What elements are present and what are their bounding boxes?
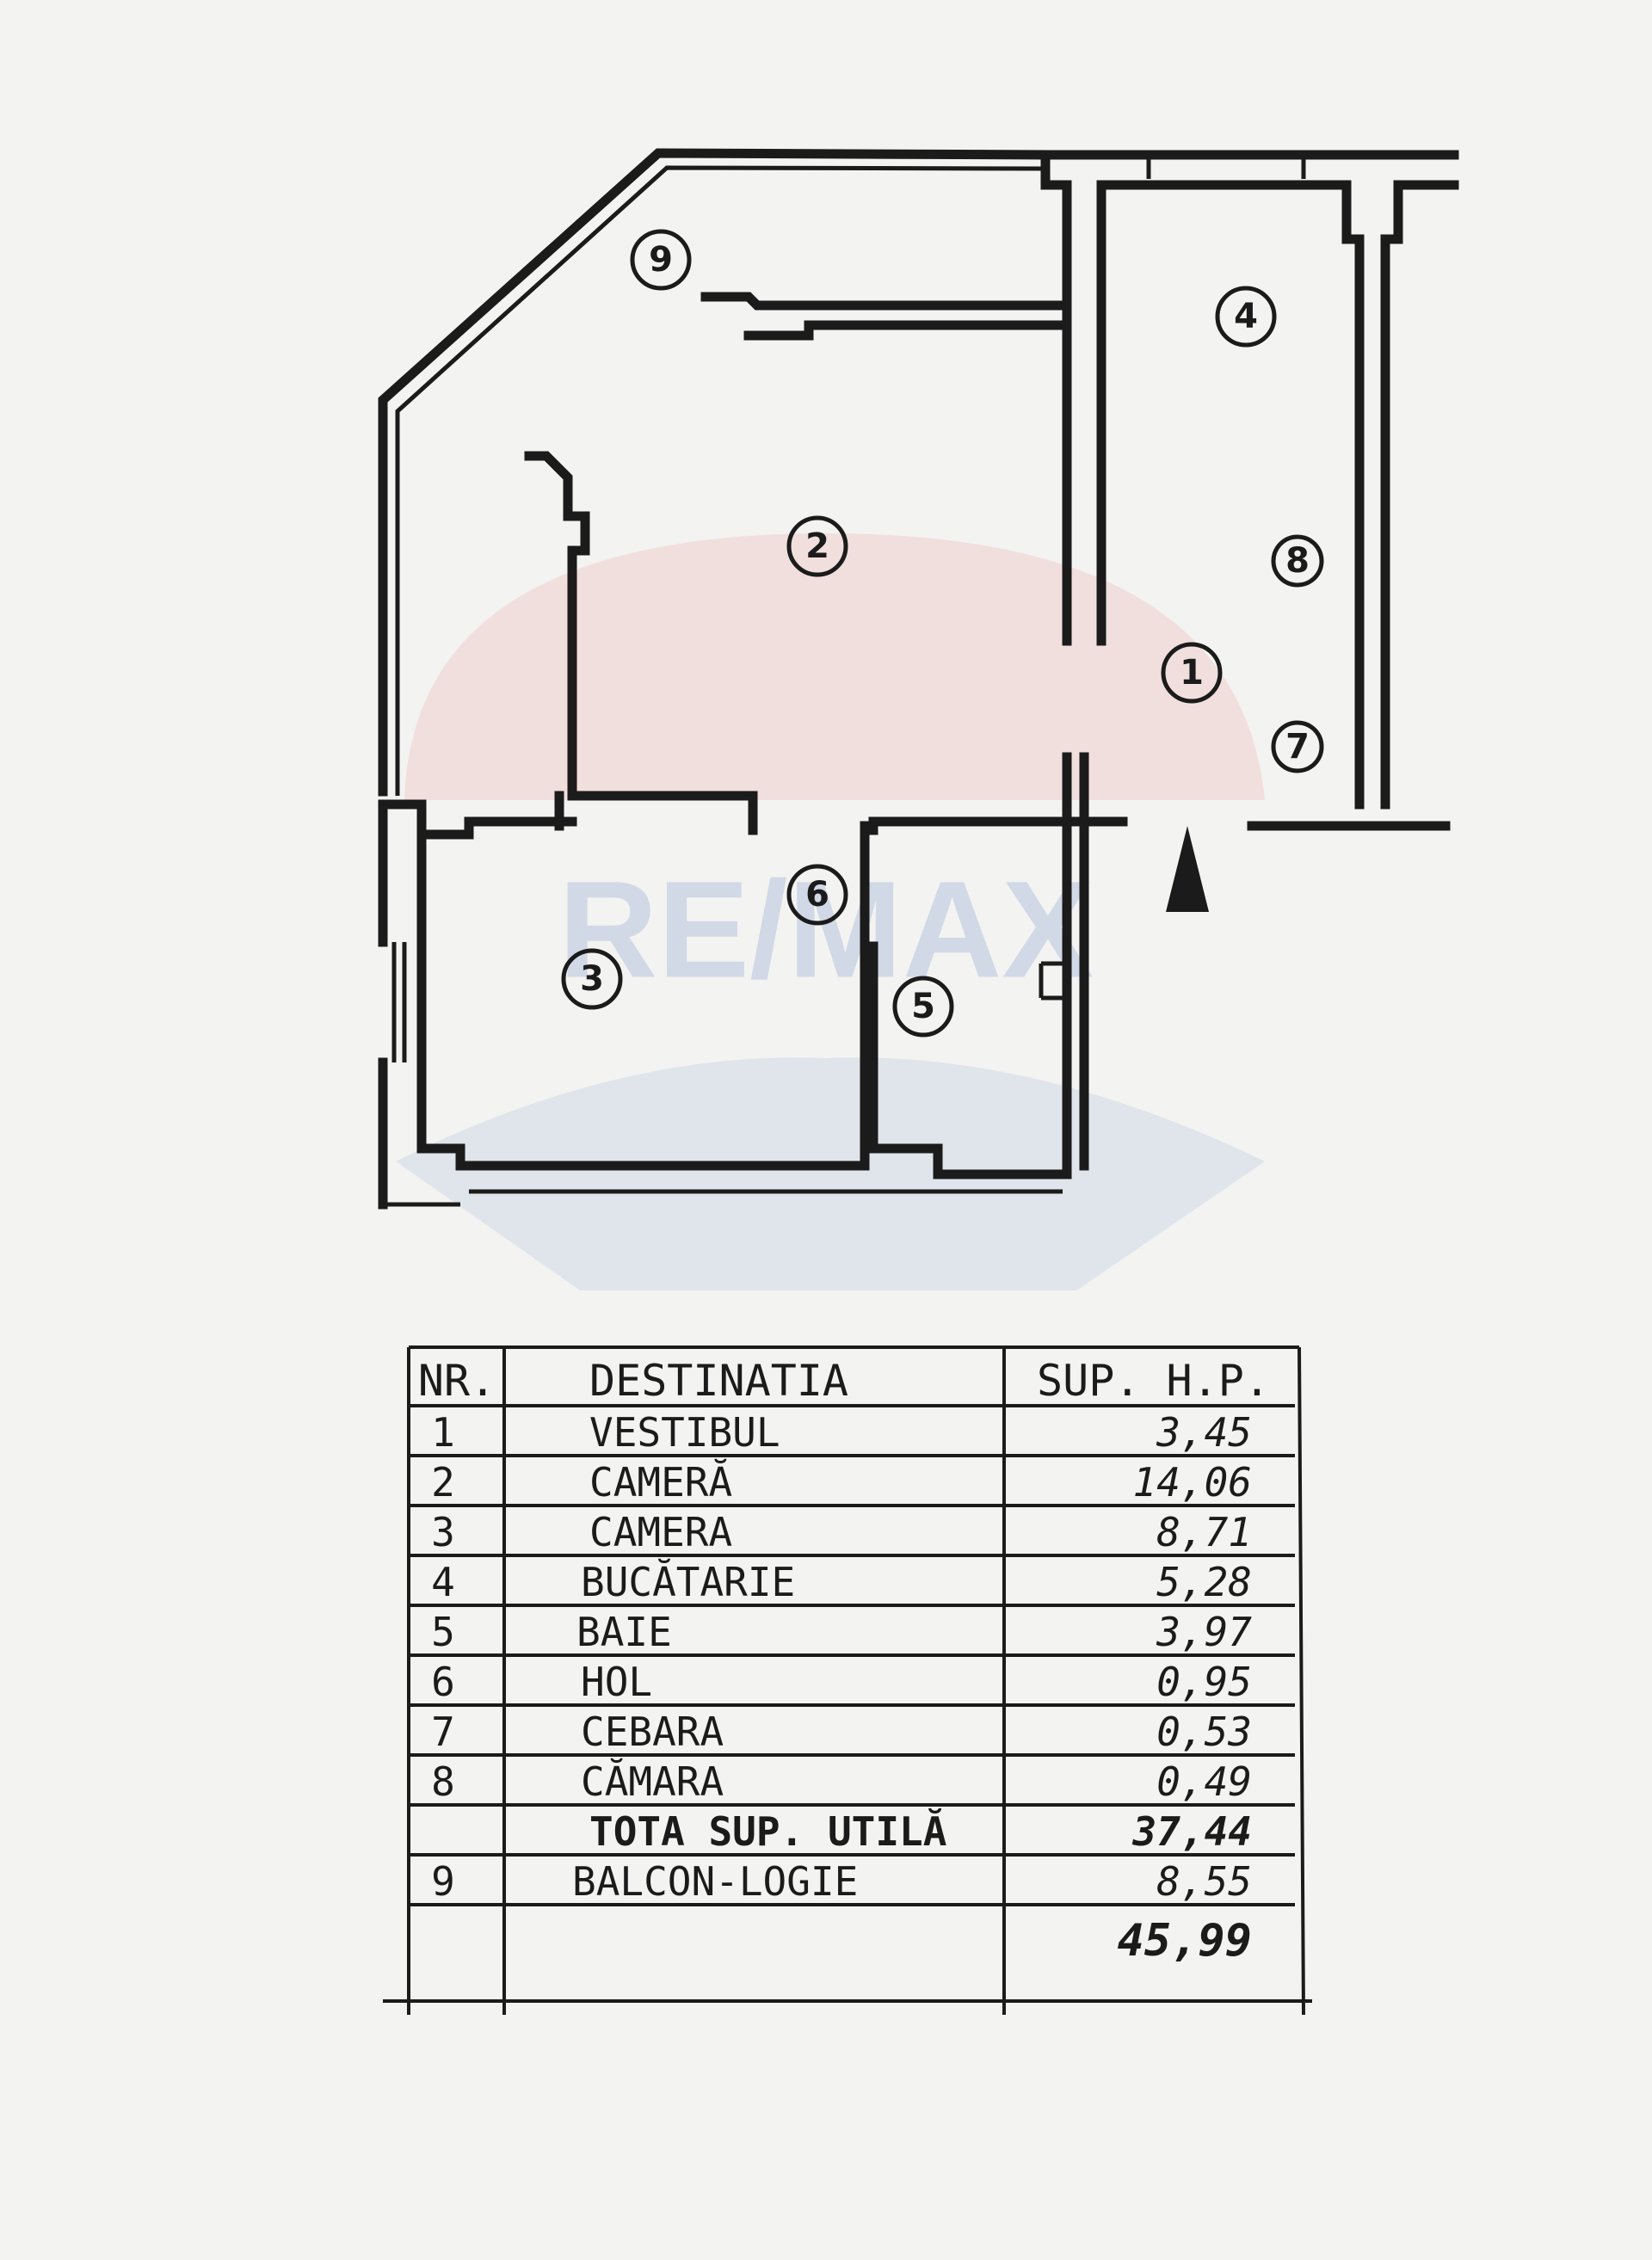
svg-text:6: 6 [805,875,829,914]
room-label-8: 8 [1271,534,1324,588]
north-arrow-icon [1166,826,1209,912]
balcony-area: 8,55 [1156,1858,1252,1905]
svg-text:4: 4 [1234,297,1258,336]
total-useful-label: TOTA SUP. UTILĂ [589,1808,947,1855]
watermark-text: RE/MAX [558,853,1094,1007]
room-label-6: 6 [786,864,848,926]
svg-text:5: 5 [911,987,935,1026]
row-1-area: 3,45 [1156,1409,1252,1456]
walls [378,148,1459,1210]
row-6-area: 0,95 [1156,1659,1252,1705]
row-7-destination: CEBARA [581,1709,724,1755]
header-destination: DESTINATIA [589,1356,849,1406]
room-label-9: 9 [630,229,692,291]
row-5-destination: BAIE [576,1609,672,1655]
svg-text:7: 7 [1285,727,1310,767]
row-5-nr: 5 [431,1609,455,1655]
row-3-destination: CAMERA [589,1509,733,1555]
row-1-destination: VESTIBUL [589,1409,780,1456]
row-2-nr: 2 [431,1459,455,1506]
row-8-nr: 8 [431,1758,455,1805]
row-2-destination: CAMERĂ [589,1459,733,1506]
svg-text:8: 8 [1285,541,1310,581]
svg-text:3: 3 [580,959,604,999]
header-area: SUP. H.P. [1037,1356,1270,1406]
row-3-nr: 3 [431,1509,455,1555]
room-label-1: 1 [1161,642,1223,704]
row-7-nr: 7 [431,1709,455,1755]
table-grid [383,1346,1312,2016]
area-table: NR. DESTINATIA SUP. H.P. 1 VESTIBUL 3,45… [383,1344,1312,2017]
balcony-destination: BALCON-LOGIE [572,1858,859,1905]
room-label-5: 5 [892,976,954,1038]
grand-total: 45,99 [1117,1915,1252,1967]
row-4-nr: 4 [431,1559,455,1605]
remax-watermark: RE/MAX [396,533,1265,1290]
balcony-nr: 9 [431,1858,455,1905]
row-8-destination: CĂMARA [581,1758,724,1805]
svg-text:1: 1 [1180,653,1204,693]
total-useful-area: 37,44 [1132,1808,1252,1855]
row-5-area: 3,97 [1156,1609,1252,1655]
row-7-area: 0,53 [1156,1709,1252,1755]
row-6-nr: 6 [431,1659,455,1705]
row-2-area: 14,06 [1132,1459,1252,1506]
row-6-destination: HOL [581,1659,653,1705]
svg-text:2: 2 [805,527,829,566]
room-label-3: 3 [561,948,623,1010]
floor-plan: RE/MAX [378,148,1459,1290]
row-4-destination: BUCĂTARIE [581,1559,796,1605]
room-label-7: 7 [1271,720,1324,773]
room-label-2: 2 [786,515,848,577]
row-8-area: 0,49 [1156,1758,1252,1805]
svg-text:9: 9 [649,240,673,280]
row-3-area: 8,71 [1156,1509,1252,1555]
room-label-4: 4 [1215,286,1277,348]
row-1-nr: 1 [431,1409,455,1456]
row-4-area: 5,28 [1156,1559,1252,1605]
header-nr: NR. [417,1356,496,1406]
